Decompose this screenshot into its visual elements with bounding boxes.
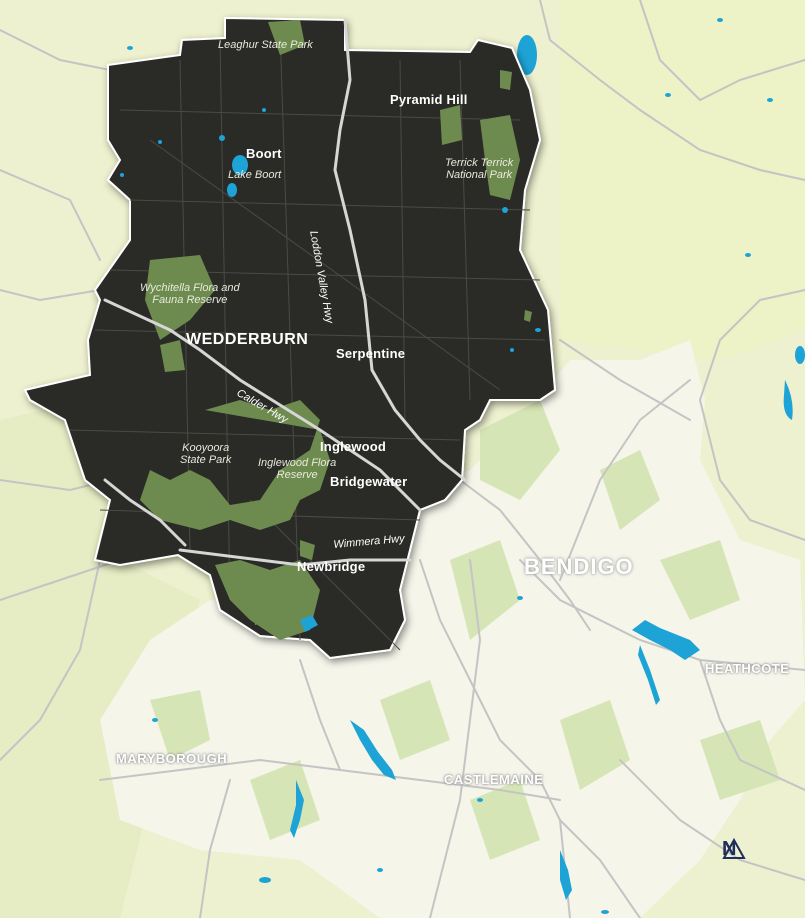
light-region-vegetation bbox=[150, 400, 780, 860]
city-label-maryborough: MARYBOROUGH bbox=[116, 751, 228, 766]
town-label-serpentine: Serpentine bbox=[336, 346, 406, 361]
land-tint-northeast bbox=[560, 0, 805, 360]
town-label-inglewood: Inglewood bbox=[320, 439, 387, 454]
town-label-bridgewater: Bridgewater bbox=[330, 474, 408, 489]
town-label-pyramid-hill: Pyramid Hill bbox=[390, 92, 468, 107]
park-label-kooyoora: Kooyoora State Park bbox=[180, 442, 232, 466]
water-bodies bbox=[127, 18, 805, 914]
park-label-leaghur: Leaghur State Park bbox=[218, 39, 313, 51]
town-label-wedderburn: WEDDERBURN bbox=[186, 331, 309, 348]
city-label-castlemaine: CASTLEMAINE bbox=[444, 772, 544, 787]
city-label-heathcote: HEATHCOTE bbox=[705, 661, 790, 676]
park-label-inglewood-flora: Inglewood Flora Reserve bbox=[258, 457, 337, 481]
town-label-boort: Boort bbox=[246, 146, 282, 161]
north-arrow-icon bbox=[722, 838, 746, 859]
highways bbox=[103, 18, 467, 567]
north-indicator: N bbox=[722, 838, 746, 861]
park-label-wychitella: Wychitella Flora and Fauna Reserve bbox=[140, 282, 240, 306]
shire-water bbox=[120, 108, 541, 632]
park-label-terrick: Terrick Terrick National Park bbox=[445, 157, 514, 181]
shire-parks bbox=[140, 20, 532, 640]
town-label-newbridge: Newbridge bbox=[297, 559, 366, 574]
park-label-lake-boort: Lake Boort bbox=[228, 169, 282, 181]
city-label-bendigo: BENDIGO bbox=[524, 554, 634, 579]
